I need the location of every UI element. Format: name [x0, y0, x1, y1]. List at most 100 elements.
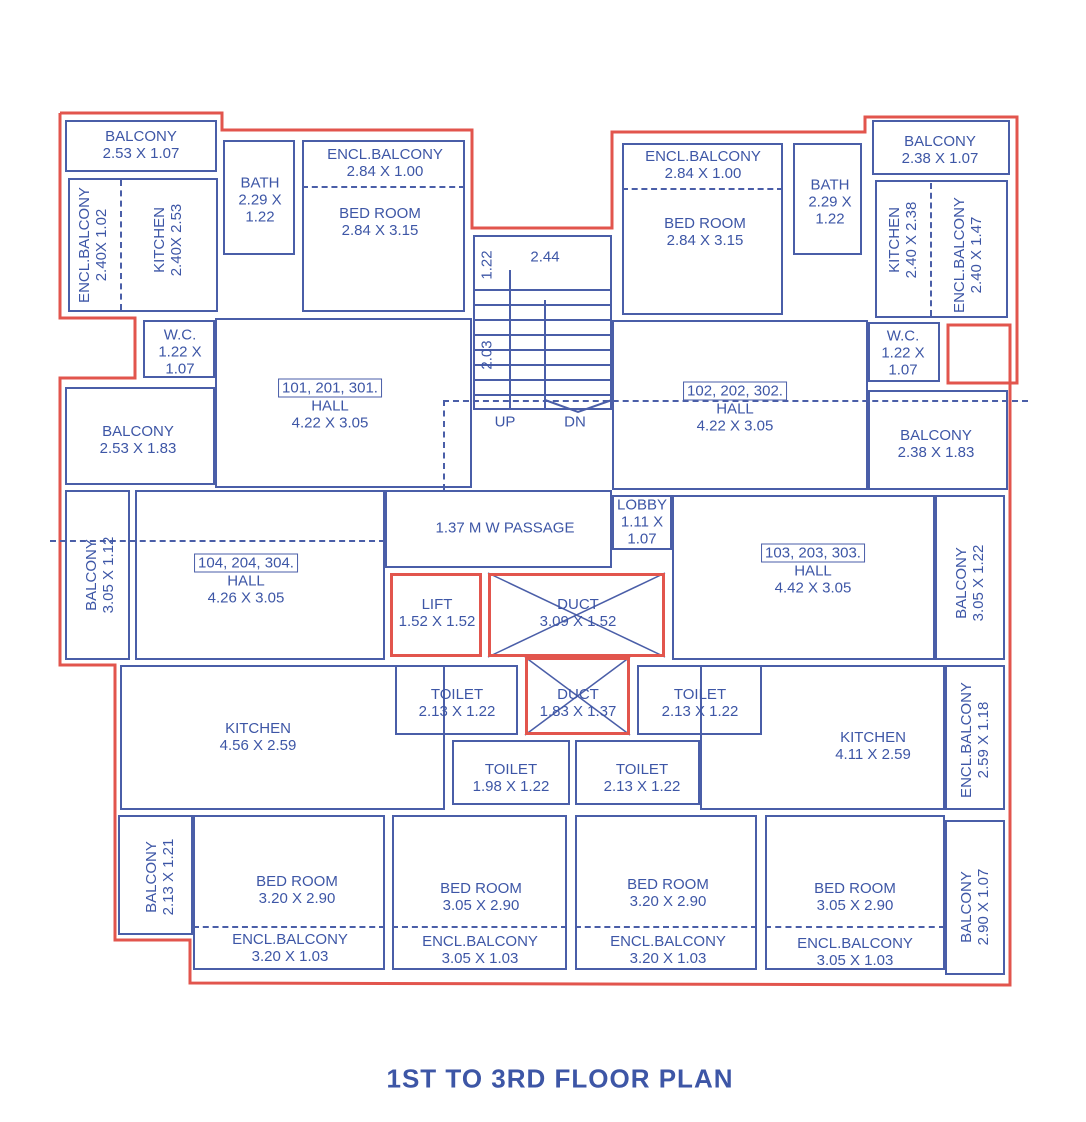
- divider: [765, 926, 945, 928]
- section-line: [443, 400, 1028, 402]
- room-hall: [215, 318, 472, 488]
- room-bath: [223, 140, 295, 255]
- divider: [120, 180, 122, 310]
- room-bedroom: [622, 143, 783, 315]
- unit-tag: 104, 204, 304.: [194, 553, 298, 573]
- stair-landing: 1.22: [478, 250, 496, 280]
- room-toilet: [575, 740, 700, 805]
- room-bath: [793, 143, 862, 255]
- room-hall: [612, 320, 868, 490]
- section-line: [443, 400, 445, 490]
- stair-dn: DN: [564, 413, 586, 431]
- room-balcony: [945, 665, 1005, 810]
- room-bedroom: [302, 140, 465, 312]
- divider: [193, 926, 385, 928]
- room-hall: [135, 490, 385, 660]
- section-line: [50, 540, 385, 542]
- divider: [622, 188, 783, 190]
- stair-up: UP: [494, 413, 516, 431]
- room-balcony: [935, 495, 1005, 660]
- room-balcony: [118, 815, 193, 935]
- unit-tag: 102, 202, 302.: [683, 381, 787, 401]
- stair-length: 2.03: [478, 340, 496, 370]
- passage: [385, 490, 612, 568]
- room-hall: [672, 495, 935, 660]
- room-kitchen: [68, 178, 218, 312]
- room-wc: [868, 322, 940, 382]
- room-balcony: [872, 120, 1010, 175]
- room-toilet: [395, 665, 518, 735]
- duct: [488, 573, 665, 657]
- room-toilet: [452, 740, 570, 805]
- room-kitchen: [875, 180, 1008, 318]
- duct: [525, 657, 630, 735]
- divider: [392, 926, 567, 928]
- room-kitchen: [700, 665, 945, 810]
- divider: [575, 926, 757, 928]
- staircase: [473, 235, 612, 410]
- label-passage: 1.37 M W PASSAGE: [435, 519, 575, 537]
- room-bedroom: [193, 815, 385, 970]
- room-balcony: [65, 120, 217, 172]
- room-kitchen: [120, 665, 445, 810]
- room-bedroom: [575, 815, 757, 970]
- room-toilet: [637, 665, 762, 735]
- divider: [302, 186, 465, 188]
- lobby: [612, 495, 672, 550]
- room-balcony: [868, 390, 1008, 490]
- stair-steps: [473, 270, 613, 414]
- room-balcony: [65, 490, 130, 660]
- stair-width: 2.44: [527, 248, 563, 266]
- lift: [390, 573, 482, 657]
- building-outline: [58, 111, 1019, 987]
- unit-tag: 101, 201, 301.: [278, 378, 382, 398]
- divider: [930, 183, 932, 316]
- plan-title: 1ST TO 3RD FLOOR PLAN: [386, 1063, 734, 1094]
- unit-tag: 103, 203, 303.: [761, 543, 865, 563]
- room-bedroom: [392, 815, 567, 970]
